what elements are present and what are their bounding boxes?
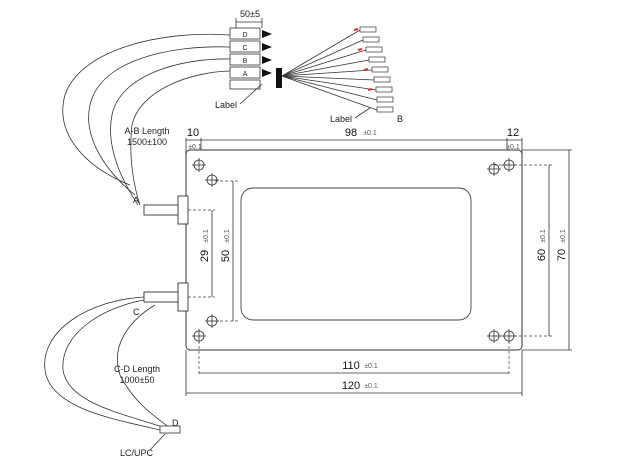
cd-fiber-loops xyxy=(44,296,181,434)
ab-fiber-loops xyxy=(62,33,231,206)
port-gap-value: 29 xyxy=(199,250,211,262)
width-110-value: 110 xyxy=(342,360,360,372)
cd-length-value: 1000±50 xyxy=(120,375,155,385)
right-offset-tol: ±0.1 xyxy=(506,144,520,151)
label-left-callout: Label xyxy=(215,100,237,110)
breakout-pitch-dimension: 50±5 xyxy=(235,9,263,28)
height-50-tol: ±0.1 xyxy=(224,229,231,243)
right-connectors xyxy=(353,26,394,113)
tag-a: A xyxy=(243,71,248,78)
port-boots xyxy=(143,195,189,312)
port-b-label: B xyxy=(397,114,403,124)
right-vertical-dimensions: 60 ±0.1 70 ±0.1 xyxy=(494,149,572,351)
left-offset-tol: ±0.1 xyxy=(188,144,202,151)
cd-length-title: C-D Length xyxy=(114,364,160,374)
tag-b: B xyxy=(243,58,248,65)
height-70-tol: ±0.1 xyxy=(560,229,567,243)
right-fan-fibers xyxy=(281,29,378,111)
tag-c: C xyxy=(242,45,247,52)
width-inner-value: 98 xyxy=(345,127,357,139)
left-breakout-tags: D C B A xyxy=(229,27,282,90)
ab-length-title: A-B Length xyxy=(124,126,169,136)
width-inner-tol: ±0.1 xyxy=(363,130,377,137)
module-body xyxy=(143,149,523,351)
port-c-label: C xyxy=(133,307,140,317)
port-gap-tol: ±0.1 xyxy=(203,229,210,243)
inner-vertical-dimensions: 29 ±0.1 50 ±0.1 xyxy=(188,180,240,322)
width-120-tol: ±0.1 xyxy=(364,383,378,390)
width-120-value: 120 xyxy=(342,380,360,392)
port-a-label: A xyxy=(133,195,139,205)
width-110-tol: ±0.1 xyxy=(364,363,378,370)
top-dimensions: 10 ±0.1 98 ±0.1 12 ±0.1 xyxy=(185,127,523,158)
height-50-value: 50 xyxy=(220,250,232,262)
connector-type-label: LC/UPC xyxy=(120,448,154,458)
port-d-label: D xyxy=(172,418,179,428)
right-offset-value: 12 xyxy=(507,127,519,139)
ab-length-value: 1500±100 xyxy=(127,137,167,147)
tag-d: D xyxy=(242,32,247,39)
label-right-callout: Label xyxy=(330,114,352,124)
breakout-pitch-label: 50±5 xyxy=(240,9,260,19)
left-offset-value: 10 xyxy=(187,127,199,139)
height-60-tol: ±0.1 xyxy=(540,229,547,243)
height-60-value: 60 xyxy=(536,249,548,261)
height-70-value: 70 xyxy=(556,249,568,261)
bottom-dimensions: 110 ±0.1 120 ±0.1 xyxy=(185,336,523,396)
